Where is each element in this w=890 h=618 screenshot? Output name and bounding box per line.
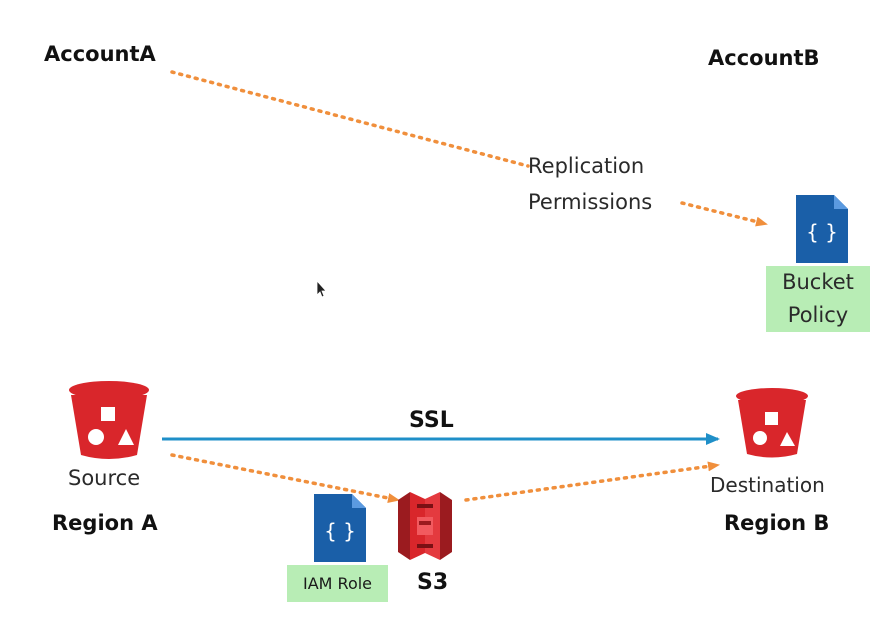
replication-arrow-segment-2 xyxy=(680,201,768,227)
bucket-icon xyxy=(69,381,149,459)
source-label: Source xyxy=(68,466,141,490)
replication-line-2: Permissions xyxy=(528,190,653,214)
bucket-policy-line-1: Bucket xyxy=(782,270,854,294)
svg-text:{ }: { } xyxy=(806,220,838,244)
svg-text:{ }: { } xyxy=(324,519,356,543)
replication-permissions-label: Replication Permissions xyxy=(528,148,652,220)
document-icon: { } xyxy=(314,494,366,562)
document-icon: { } xyxy=(796,195,848,263)
region-b-label: Region B xyxy=(724,511,830,535)
replication-arrow-segment-1 xyxy=(170,70,530,168)
cursor-icon xyxy=(316,279,327,298)
iam-role-label: IAM Role xyxy=(287,565,388,602)
bucket-policy-line-2: Policy xyxy=(787,303,849,327)
replication-line-1: Replication xyxy=(528,154,645,178)
s3-label: S3 xyxy=(417,570,449,595)
bucket-policy-label: Bucket Policy xyxy=(766,266,870,332)
account-a-label: AccountA xyxy=(44,42,156,66)
account-b-label: AccountB xyxy=(708,46,820,70)
bucket-icon xyxy=(736,388,808,458)
s3-to-destination-arrow xyxy=(464,461,720,502)
source-to-s3-arrow xyxy=(170,453,400,503)
s3-icon xyxy=(398,492,452,560)
destination-label: Destination xyxy=(710,473,825,497)
ssl-label: SSL xyxy=(409,408,454,433)
region-a-label: Region A xyxy=(52,511,158,535)
